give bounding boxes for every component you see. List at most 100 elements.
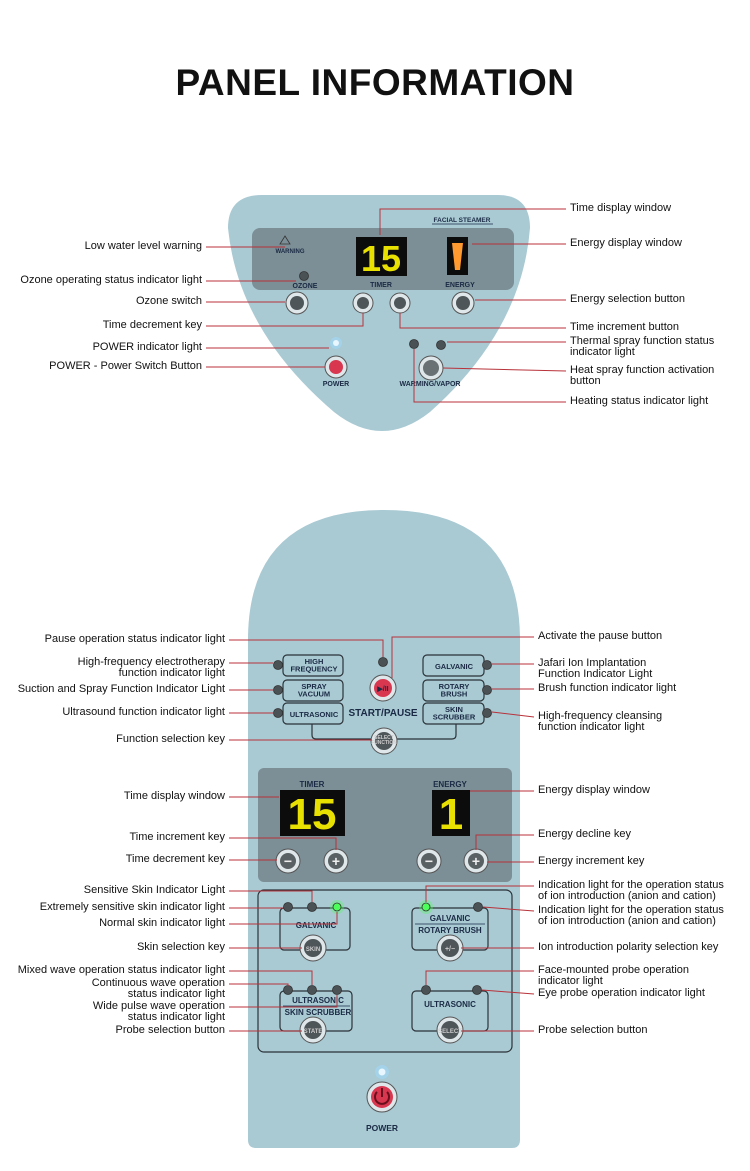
callout-label: Time increment key [129, 831, 225, 843]
ultrasonic-indicator-light [273, 708, 283, 718]
callout-label: Continuous wave operation status indicat… [91, 977, 225, 1000]
start-pause-icon: ▶/II [376, 686, 388, 693]
ozone-status-light [299, 271, 309, 281]
leader-line [475, 834, 534, 850]
callout-label: Sensitive Skin Indicator Light [83, 884, 225, 896]
callout-label: Function selection key [116, 733, 225, 745]
energy-label: ENERGY [445, 282, 475, 289]
callout-label: POWER indicator light [92, 341, 202, 353]
leader-line [229, 912, 338, 925]
ozone-switch-cap [290, 296, 304, 310]
timer-label: TIMER [370, 282, 392, 289]
callout-label: Energy increment key [538, 855, 645, 867]
callout-label: Probe selection button [538, 1024, 648, 1036]
ion-status-light-2 [473, 902, 483, 912]
callout-label: Brush function indicator light [538, 682, 677, 694]
skin-selection-button-cap [304, 939, 322, 957]
warning-label: WARNING [276, 249, 305, 255]
start-pause-button-cap [374, 679, 392, 697]
callout-label: Time decrement key [125, 853, 225, 865]
power-indicator-light [378, 1068, 386, 1076]
time-decrement-button-cap [357, 297, 369, 309]
callout-label: POWER - Power Switch Button [49, 360, 202, 372]
skin_scrubber-indicator-light [482, 708, 492, 718]
callout-label: Jafari Ion Implantation Function Indicat… [538, 657, 653, 680]
power-indicator-light [333, 340, 339, 346]
leader-line [229, 983, 289, 986]
leader-line [425, 885, 534, 902]
function-box-ultrasonic [282, 702, 344, 725]
callout-label: Skin selection key [136, 941, 225, 953]
callout-label: Probe selection button [115, 1024, 225, 1036]
function-box-spray_vacuum [282, 679, 344, 702]
high_frequency-indicator-light [273, 660, 283, 670]
skin-button-label: SKIN [306, 947, 320, 953]
energy-decrement-button-glyph: − [425, 853, 433, 869]
ultrasonic-label: ULTRASONIC [290, 710, 339, 719]
callout-label: Heat spray function activation button [570, 364, 715, 387]
time-decrement-button-glyph: − [284, 853, 292, 869]
callout-label: Pause operation status indicator light [44, 633, 225, 645]
spray_vacuum-indicator-light [273, 685, 283, 695]
warning-triangle-icon [279, 235, 291, 245]
wide-pulse-wave-light [332, 985, 342, 995]
time-increment-button-cap [394, 297, 406, 309]
heating-status-light [409, 339, 419, 349]
leader-line [425, 970, 534, 985]
page-title: PANEL INFORMATION [175, 62, 575, 103]
leader-line [399, 313, 566, 329]
start-pause-label: START/PAUSE [348, 708, 417, 719]
callout-label: Energy decline key [538, 828, 631, 840]
callout-label: High-frequency electrotherapy function i… [77, 656, 225, 679]
leader-line [491, 711, 535, 718]
rotary-brush-label: ROTARY BRUSH [418, 926, 482, 935]
leader-line [442, 367, 567, 372]
callout-label: Ozone operating status indicator light [20, 274, 202, 286]
leader-line [229, 890, 313, 902]
skin-scrubber-label: SKIN SCRUBBER [285, 1008, 352, 1017]
callout-label: Ozone switch [135, 295, 202, 307]
power-button-cap [329, 360, 343, 374]
callout-label: Energy selection button [570, 293, 685, 305]
pause-status-light [378, 657, 388, 667]
callout-label: Time display window [570, 202, 672, 214]
ultrasonic-right-label: ULTRASONIC [424, 1000, 476, 1009]
galvanic-indicator-light [482, 660, 492, 670]
leader-line [229, 639, 384, 657]
leader-line [379, 208, 566, 235]
eye-probe-light [472, 985, 482, 995]
energy-display-window [432, 790, 470, 836]
galvanic-skin-label: GALVANIC [296, 921, 337, 930]
leader-line [206, 313, 364, 327]
normal-skin-light [332, 902, 342, 912]
leader-line [481, 989, 535, 995]
callout-label: High-frequency cleansing function indica… [538, 710, 663, 733]
sensitive-skin-light [283, 902, 293, 912]
callout-label: Low water level warning [84, 240, 202, 252]
leader-line [391, 636, 534, 678]
timer-label: TIMER [300, 780, 325, 789]
leader-line [229, 970, 313, 985]
ozone-label: OZONE [293, 283, 318, 290]
polarity-selection-button-cap [441, 939, 459, 957]
galvanic-label: GALVANIC [435, 662, 474, 671]
brand-label: FACIAL STEAMER [434, 217, 491, 224]
time-increment-button-cap [328, 853, 344, 869]
callout-label: Eye probe operation indicator light [538, 987, 705, 999]
select-function-button-cap [375, 732, 393, 750]
energy-label: ENERGY [433, 780, 467, 789]
polarity-button-label: +/− [445, 946, 455, 953]
time-display-window [356, 237, 407, 276]
callout-label: Ultrasound function indicator light [62, 706, 225, 718]
energy-display-digits: 1 [439, 790, 463, 839]
face-probe-light [421, 985, 431, 995]
callout-label: Activate the pause button [538, 630, 663, 642]
callout-label: Face-mounted probe operation indicator l… [538, 964, 690, 987]
callout-label: Ion introduction polarity selection key [538, 941, 719, 953]
leader-line [482, 906, 535, 912]
